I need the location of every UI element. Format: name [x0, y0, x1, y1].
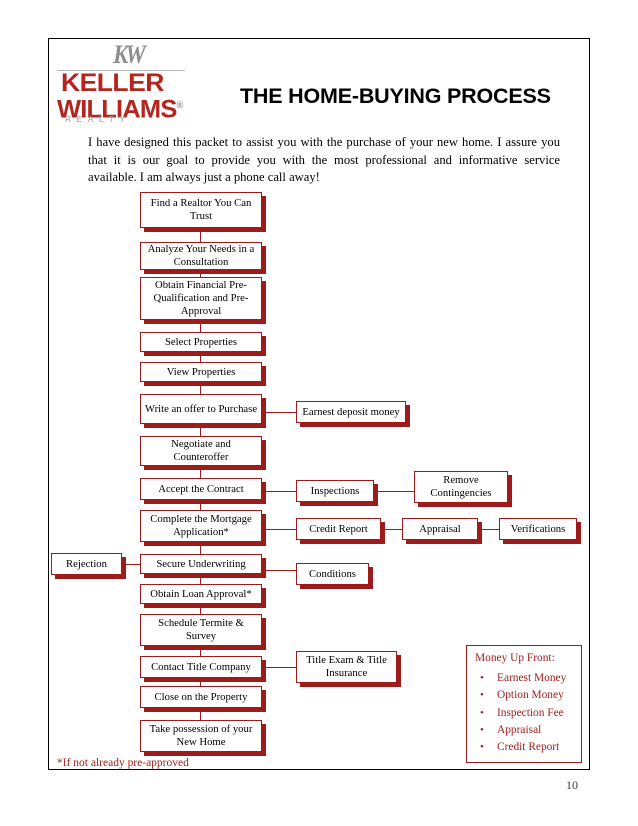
flow-branch-earnest-deposit[interactable]: Earnest deposit money	[296, 401, 406, 423]
flow-step-write-offer[interactable]: Write an offer to Purchase	[140, 394, 262, 424]
money-up-front-list: Earnest Money Option Money Inspection Fe…	[477, 670, 566, 757]
connector-vertical	[200, 270, 202, 282]
connector-vertical	[200, 646, 202, 656]
flow-step-accept-contract[interactable]: Accept the Contract	[140, 478, 262, 500]
flow-step-negotiate[interactable]: Negotiate and Counteroffer	[140, 436, 262, 466]
flow-step-contact-title[interactable]: Contact Title Company	[140, 656, 262, 678]
connector-horizontal	[478, 529, 499, 531]
flow-step-loan-approval[interactable]: Obtain Loan Approval*	[140, 584, 262, 604]
registered-mark-icon: ®	[176, 100, 184, 110]
flow-step-close-property[interactable]: Close on the Property	[140, 686, 262, 708]
connector-vertical	[200, 466, 202, 478]
flow-step-mortgage-application[interactable]: Complete the Mortgage Application*	[140, 510, 262, 542]
flow-branch-remove-contingencies[interactable]: Remove Contingencies	[414, 471, 508, 503]
kw-monogram-icon: KW	[113, 40, 146, 69]
connector-vertical	[200, 604, 202, 614]
flow-branch-credit-report[interactable]: Credit Report	[296, 518, 381, 540]
list-item: Option Money	[477, 687, 566, 705]
connector-horizontal	[374, 491, 414, 493]
connector-vertical	[200, 708, 202, 720]
list-item: Appraisal	[477, 722, 566, 740]
connector-vertical	[200, 500, 202, 510]
flow-branch-title-exam[interactable]: Title Exam & Title Insurance	[296, 651, 397, 683]
flow-step-view-properties[interactable]: View Properties	[140, 362, 262, 382]
flow-step-take-possession[interactable]: Take possession of your New Home	[140, 720, 262, 752]
logo-line-keller: KELLER	[61, 69, 164, 97]
page-border	[48, 38, 590, 770]
flow-step-schedule-termite[interactable]: Schedule Termite & Survey	[140, 614, 262, 646]
connector-horizontal	[262, 412, 296, 414]
connector-horizontal	[262, 570, 296, 572]
flow-step-secure-underwriting[interactable]: Secure Underwriting	[140, 554, 262, 574]
keller-williams-logo: KW KELLER WILLIAMS® REALTY	[57, 40, 188, 124]
page-number: 10	[566, 778, 578, 792]
connector-vertical	[200, 228, 202, 242]
logo-tagline: REALTY	[65, 114, 131, 124]
connector-vertical	[200, 382, 202, 394]
connector-horizontal	[122, 564, 140, 566]
flow-step-find-realtor[interactable]: Find a Realtor You Can Trust	[140, 192, 262, 228]
money-up-front-panel: Money Up Front: Earnest Money Option Mon…	[466, 645, 582, 763]
flow-step-obtain-financial[interactable]: Obtain Financial Pre-Qualification and P…	[140, 277, 262, 320]
intro-paragraph: I have designed this packet to assist yo…	[88, 135, 560, 184]
flow-branch-rejection[interactable]: Rejection	[51, 553, 122, 575]
connector-horizontal	[381, 529, 402, 531]
list-item: Credit Report	[477, 739, 566, 757]
logo-divider	[57, 70, 185, 71]
connector-horizontal	[262, 667, 296, 669]
flow-step-analyze-needs[interactable]: Analyze Your Needs in a Consultation	[140, 242, 262, 270]
list-item: Inspection Fee	[477, 705, 566, 723]
connector-vertical	[200, 320, 202, 332]
logo-line-williams: WILLIAMS®	[57, 93, 188, 124]
footnote: *If not already pre-approved	[57, 757, 189, 769]
connector-vertical	[200, 678, 202, 686]
money-up-front-title: Money Up Front:	[475, 652, 555, 664]
connector-horizontal	[262, 491, 296, 493]
flow-branch-verifications[interactable]: Verifications	[499, 518, 577, 540]
flow-branch-appraisal[interactable]: Appraisal	[402, 518, 478, 540]
connector-horizontal	[262, 529, 296, 531]
flow-step-select-properties[interactable]: Select Properties	[140, 332, 262, 352]
connector-vertical	[200, 542, 202, 554]
page-title: THE HOME-BUYING PROCESS	[240, 84, 551, 108]
connector-vertical	[200, 574, 202, 584]
flow-branch-inspections[interactable]: Inspections	[296, 480, 374, 502]
connector-vertical	[200, 424, 202, 436]
flow-branch-conditions[interactable]: Conditions	[296, 563, 369, 585]
logo-williams-text: WILLIAMS	[57, 95, 177, 124]
connector-vertical	[200, 352, 202, 362]
list-item: Earnest Money	[477, 670, 566, 688]
